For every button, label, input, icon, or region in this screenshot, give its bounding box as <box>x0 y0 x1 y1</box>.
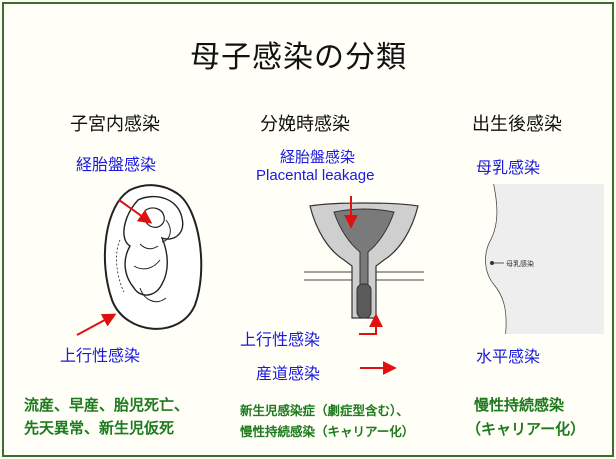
header-intrauterine: 子宮内感染 <box>70 114 160 135</box>
outcome-postnatal-2: （キャリアー化） <box>466 420 586 438</box>
breast-illustration: 母乳感染 <box>485 183 604 335</box>
page-title: 母子感染の分類 <box>190 40 407 75</box>
label-placental-leakage: Placental leakage <box>256 167 375 184</box>
label-horizontal: 水平感染 <box>476 347 541 366</box>
outcome-perinatal-2: 慢性持続感染（キャリアー化） <box>240 424 415 439</box>
header-postnatal: 出生後感染 <box>472 114 562 135</box>
fetus-in-uterus-illustration <box>103 184 203 330</box>
label-ascending-1: 上行性感染 <box>60 346 141 365</box>
arrow-transplacental-1-icon <box>76 196 397 375</box>
label-transplacental-2: 経胎盤感染 <box>280 148 356 166</box>
breast-milk-caption: 母乳感染 <box>506 259 534 268</box>
outcome-perinatal-1: 新生児感染症（劇症型含む）、 <box>240 403 409 418</box>
outcome-intrauterine-1: 流産、早産、胎児死亡、 <box>24 396 190 414</box>
uterus-birth-canal-illustration <box>304 202 424 319</box>
label-breastmilk: 母乳感染 <box>476 158 541 177</box>
header-perinatal: 分娩時感染 <box>260 114 350 135</box>
label-ascending-2: 上行性感染 <box>240 330 321 349</box>
label-transplacental-1: 経胎盤感染 <box>76 155 157 174</box>
label-birth-canal: 産道感染 <box>256 364 321 383</box>
outcome-postnatal-1: 慢性持続感染 <box>474 396 565 414</box>
outcome-intrauterine-2: 先天異常、新生児仮死 <box>24 419 175 437</box>
